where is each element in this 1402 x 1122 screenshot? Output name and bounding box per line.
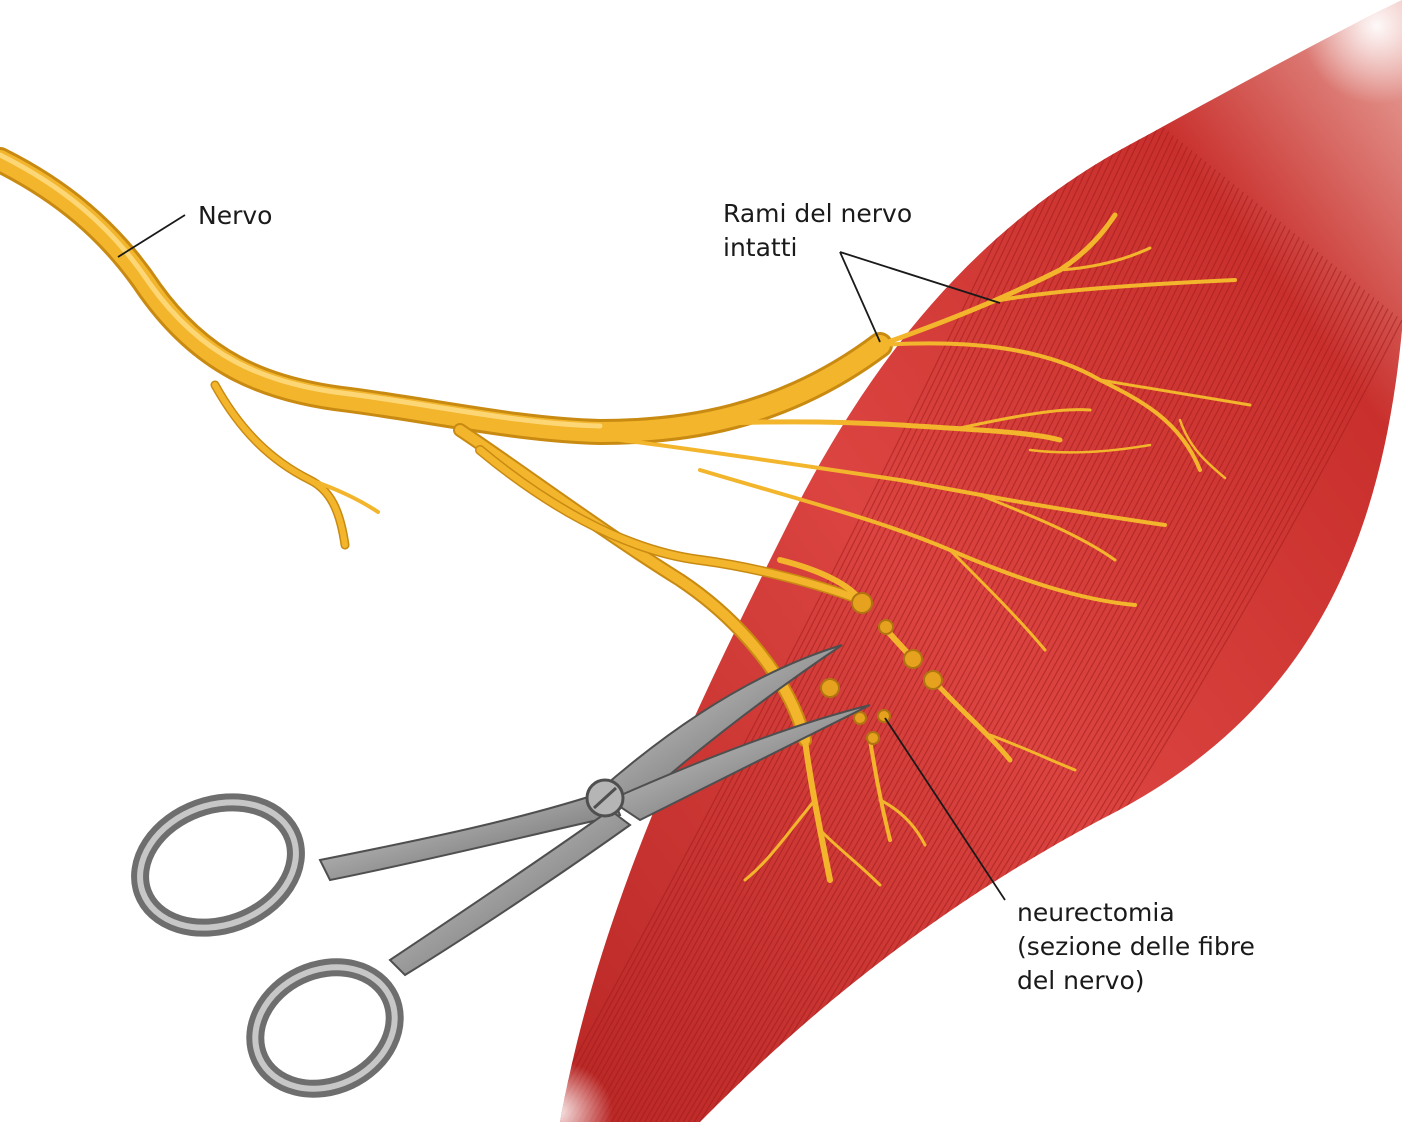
muscle-fiber-line <box>732 191 1244 1122</box>
muscle-fiber-line <box>715 180 1230 1122</box>
muscle-fiber-line <box>754 206 1263 1122</box>
muscle-fiber-line <box>688 161 1207 1122</box>
nerve-label-text: Nervo <box>198 201 273 230</box>
muscle-belly <box>560 0 1402 1122</box>
neurectomy-line-3: del nervo) <box>1017 966 1145 995</box>
muscle-fiber-line <box>693 165 1212 1122</box>
muscle-fiber-line <box>743 199 1254 1122</box>
muscle-fiber-line <box>748 202 1258 1122</box>
intact-branches-label: Rami del nervo intatti <box>723 197 912 265</box>
muscle-fiber-line <box>677 153 1198 1122</box>
muscle-fiber-line <box>726 187 1240 1122</box>
surgical-scissors <box>131 644 871 1098</box>
muscle-fiber-line <box>721 184 1235 1122</box>
nerve-leader-line <box>117 214 186 258</box>
neurectomy-leader-line <box>884 717 1006 901</box>
neurectomy-label: neurectomia (sezione delle fibre del ner… <box>1017 896 1255 998</box>
intact-branches-leader-line-2 <box>839 251 1001 304</box>
leader-lines <box>117 214 1006 901</box>
muscle-fiber-line <box>737 195 1249 1122</box>
nerve-label: Nervo <box>198 199 272 233</box>
intact-branches-line-1: Rami del nervo <box>723 199 913 228</box>
muscle-fiber-line <box>759 210 1268 1122</box>
muscle-fiber-line <box>682 157 1202 1122</box>
muscle-fiber-line <box>704 172 1221 1122</box>
neurectomy-line-1: neurectomia <box>1017 898 1175 927</box>
muscle-fiber-line <box>710 176 1226 1122</box>
muscle-fiber-line <box>699 169 1216 1122</box>
nerve-branches <box>597 212 1252 652</box>
neurectomy-line-2: (sezione delle fibre <box>1017 932 1255 961</box>
cut-nerve-ends <box>743 557 1077 887</box>
intact-branches-line-2: intatti <box>723 233 798 262</box>
intact-branches-leader-line-1 <box>839 251 881 343</box>
